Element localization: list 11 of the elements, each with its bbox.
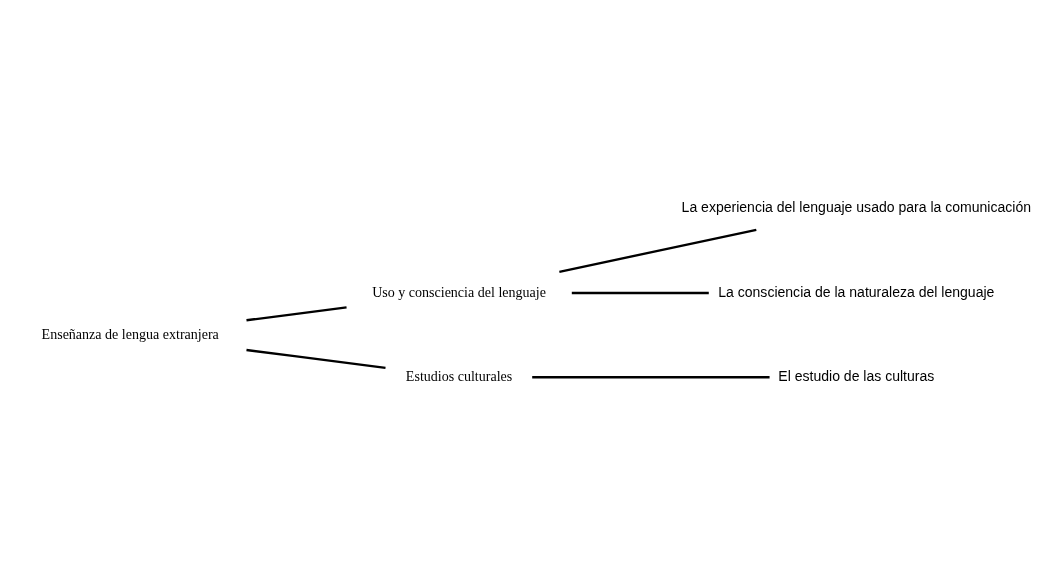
node-text: La consciencia de la naturaleza del lenguaje <box>718 283 995 300</box>
connector <box>532 376 770 379</box>
connector <box>246 348 386 370</box>
node-text: Enseñanza de lengua extranjera <box>41 325 219 342</box>
connector <box>571 291 709 295</box>
connector <box>559 228 757 273</box>
node-text: El estudio de las culturas <box>778 367 935 384</box>
node-text: Estudios culturales <box>405 367 513 384</box>
node-text: La experiencia del lenguaje usado para la comunicación <box>681 199 1032 216</box>
node-text: Uso y consciencia del lenguaje <box>372 283 546 300</box>
connector <box>246 306 347 322</box>
